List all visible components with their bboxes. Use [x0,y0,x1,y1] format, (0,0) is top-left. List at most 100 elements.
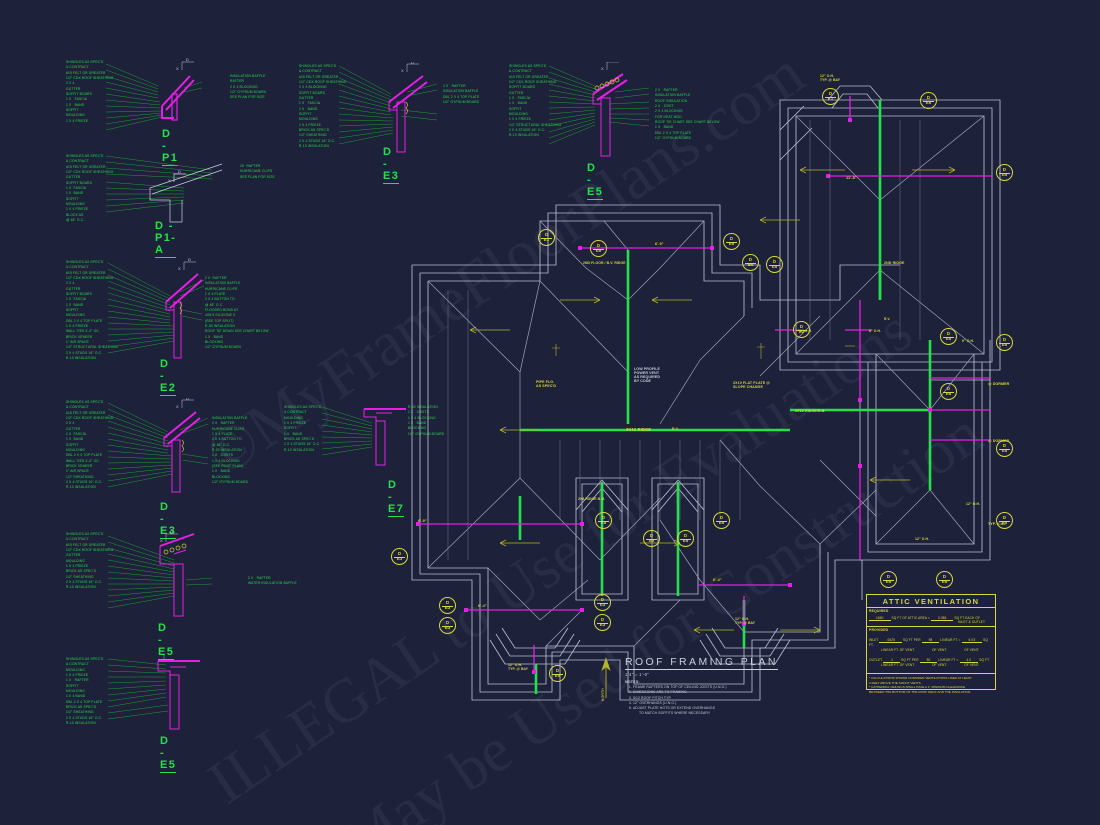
bubble-detail-number: E5 [771,263,778,269]
plan-note-item: 12" OVERHANGS (U.N.O.) [633,701,778,706]
roof-outline-bottom-bay [489,627,581,665]
attic-ventilation-table: ATTIC VENTILATION REQUIRED 1850 SQ FT OF… [866,594,996,694]
inlet-sub-3: OF VENT. [964,647,980,652]
plan-annotation: 11'-8" [846,176,857,180]
bubble-detail-number: E2 [798,328,805,334]
bubble-detail-letter: D [649,533,654,539]
detail-d-e2-left-notes: SHINGLES AS SPEC'D & CONTRACT #15 FELT O… [66,260,119,360]
bubble-detail-letter: D [600,597,605,603]
detail-d-e7-left-notes: SHINGLES AS SPEC'D & CONTRACT MOULDING 1… [284,405,322,452]
bubble-detail-letter: D [946,386,951,392]
required-text-1: SQ FT OF ATTIC AREA = [891,615,930,620]
outlet-linear-value: 50 [919,658,938,664]
bubble-detail-number: E5 [925,99,932,105]
bubble-detail-number: E3 [396,555,403,561]
detail-d-p1-geometry: D X [105,58,203,131]
svg-text:X: X [178,266,181,271]
svg-text:D: D [178,169,181,174]
bubble-detail-number: E3 [444,624,451,630]
plan-annotation: 12" O.H. TYP. @ BAY [820,74,841,82]
detail-d-e5-col3-label: D - E5 [587,162,604,200]
svg-text:X: X [160,538,163,543]
watermark-line-1: ILLEGAL to Use for Evaluations [196,296,924,818]
inlet-sub-1: LINEAR FT. OF VENT. [881,647,915,652]
detail-d-e7-geometry [321,406,406,466]
required-label: REQUIRED [869,608,889,613]
svg-text:X: X [601,66,604,71]
bubble-detail-number: E5 [1001,519,1008,525]
roof-magenta-endpoints [416,118,932,674]
rafter-tick-marks [447,120,921,560]
required-each-value: 3.085 [930,615,954,621]
svg-text:X: X [401,68,404,73]
detail-d-e3-col2-left-notes: SHINGLES AS SPEC'D & CONTRACT #15 FELT O… [299,64,347,148]
inlet-linear-value: 98 [921,638,940,644]
detail-d-e5-a-label: D - E5 [158,622,175,660]
bubble-detail-number: E3 [599,621,606,627]
detail-d-p1-left-notes: SHINGLES AS SPEC'D & CONTRACT #15 FELT O… [66,60,114,123]
inlet-mid: SQ FT PER [902,638,921,643]
plan-note-item: DIMENSIONS ARE TO FRAMING [633,690,778,695]
attic-ventilation-footnote-line: * CATHEDRAL CEILINGS SHALL HAVE A 1" MIN… [869,685,966,690]
detail-d-e5-col3-left-notes: SHINGLES AS SPEC'D & CONTRACT #15 FELT O… [509,64,562,138]
bubble-detail-letter: D [1002,167,1007,173]
bubble-detail-letter: D [799,324,804,330]
bubble-detail-number: E5 [600,519,607,525]
plan-note-item: TO MATCH SOFFITS WHERE NECESSARY [639,711,711,716]
bubble-detail-letter: D [886,574,891,580]
outlet-sub-1: LINEAR FT. OF VENT. [881,663,915,668]
roof-outline-main [411,204,900,701]
detail-d-e3-right-notes: INSULATION BAFFLE 2 X RAFTER HURRICANE C… [212,416,249,484]
svg-text:X: X [176,66,179,71]
bubble-detail-number: E5 [747,261,754,267]
svg-text:D: D [411,62,414,65]
provided-label: PROVIDED [869,628,889,633]
bubble-detail-letter: D [942,574,947,580]
inlet-sub-2: OF VENT. [931,647,948,652]
outlet-mid2: LINEAR FT [938,658,956,663]
detail-d-p1a-label: D - P1-A [155,220,177,258]
detail-d-e7-label: D - E7 [388,479,405,517]
attic-ventilation-required-row: REQUIRED 1850 SQ FT OF ATTIC AREA = 3.08… [867,608,995,628]
bubble-detail-number: E1 [827,95,834,101]
plan-annotation: 2X10 FLAT PLATE @ SLOPE CHANGE [733,381,771,389]
roof-magenta-members [418,96,992,672]
plan-notes-header: NOTES: [625,680,640,684]
detail-d-e2-label: D - E2 [160,358,177,396]
bubble-detail-number: E5 [682,537,689,543]
outlet-equation: OUTLET .1 SQ FT PER 50 LINEAR FT = 4.0 S… [869,658,993,668]
plan-annotation: 6'-9" [418,519,427,523]
detail-d-e3-col2-label: D - E3 [383,146,400,184]
bubble-detail-number: E5 [885,578,892,584]
inlet-sqft-value: .0625 [879,638,902,644]
plan-annotation: 6'-4" [478,604,487,608]
outlet-result-value: 4.0 [959,658,979,664]
outlet-suffix: SQ FT [979,658,990,663]
